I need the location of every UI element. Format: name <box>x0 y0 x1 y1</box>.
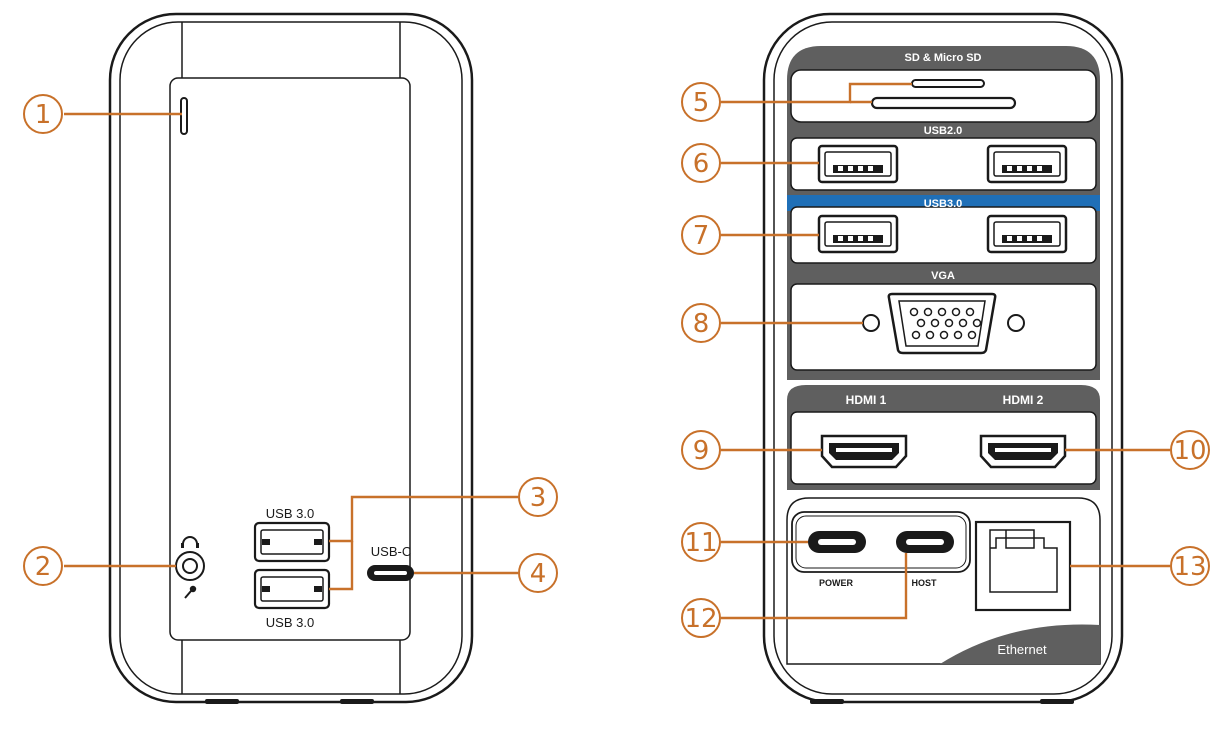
svg-text:6: 6 <box>693 149 710 179</box>
svg-text:13: 13 <box>1173 552 1206 582</box>
back-callouts: 5 6 7 8 9 10 11 12 13 <box>681 82 1210 638</box>
front-body-inner-outline <box>119 21 463 695</box>
svg-text:9: 9 <box>693 436 710 466</box>
hdmi2-port[interactable] <box>979 434 1067 469</box>
front-usbc-label: USB-C <box>371 544 411 559</box>
headphone-icon <box>181 536 199 548</box>
callout-9: 9 <box>681 430 721 470</box>
usb2-label: USB2.0 <box>924 125 963 137</box>
hdmi1-label: HDMI 1 <box>846 393 887 407</box>
callout-11: 11 <box>681 522 721 562</box>
svg-text:12: 12 <box>684 604 717 634</box>
power-usbc-port[interactable] <box>808 531 866 553</box>
front-view: USB 3.0 USB 3.0 USB-C <box>108 12 474 704</box>
svg-text:5: 5 <box>693 88 710 118</box>
callout-13: 13 <box>1170 546 1210 586</box>
callout-12: 12 <box>681 598 721 638</box>
callout-5: 5 <box>681 82 721 122</box>
svg-text:2: 2 <box>35 552 52 582</box>
sd-card-slot[interactable] <box>870 96 1017 110</box>
svg-text:7: 7 <box>693 221 710 251</box>
callout-3: 3 <box>518 477 558 517</box>
back-body-inner-outline <box>773 21 1113 695</box>
svg-text:10: 10 <box>1173 436 1206 466</box>
hdmi2-label: HDMI 2 <box>1003 393 1044 407</box>
svg-text:11: 11 <box>684 528 717 558</box>
front-usb3-port-bottom[interactable] <box>253 568 331 610</box>
svg-text:1: 1 <box>35 100 52 130</box>
front-usb3-port-top[interactable] <box>253 521 331 563</box>
callout-4: 4 <box>518 553 558 593</box>
sd-label: SD & Micro SD <box>904 52 981 64</box>
back-body-outline <box>762 12 1124 704</box>
micro-sd-slot[interactable] <box>911 79 985 88</box>
hdmi1-port[interactable] <box>820 434 908 469</box>
usb2-port-left[interactable] <box>817 144 899 184</box>
vga-port[interactable] <box>862 292 1025 355</box>
ethernet-label: Ethernet <box>997 642 1047 657</box>
microphone-icon <box>184 585 197 599</box>
front-panel <box>169 77 411 641</box>
callout-6: 6 <box>681 143 721 183</box>
callout-8: 8 <box>681 303 721 343</box>
front-callouts: 1 2 3 4 <box>23 94 558 593</box>
callout-2: 2 <box>23 546 63 586</box>
front-usbc-port[interactable] <box>367 565 414 581</box>
power-label: POWER <box>819 578 854 588</box>
host-label: HOST <box>911 578 937 588</box>
front-body-outline <box>108 12 474 704</box>
callout-1: 1 <box>23 94 63 134</box>
power-led-indicator <box>180 97 188 135</box>
callout-7: 7 <box>681 215 721 255</box>
audio-jack[interactable] <box>175 551 205 581</box>
usb3-port-left[interactable] <box>817 214 899 254</box>
front-usb-top-label: USB 3.0 <box>266 506 314 521</box>
host-usbc-port[interactable] <box>896 531 954 553</box>
svg-text:4: 4 <box>530 559 547 589</box>
svg-text:8: 8 <box>693 309 710 339</box>
callout-10: 10 <box>1170 430 1210 470</box>
front-usb-bottom-label: USB 3.0 <box>266 615 314 630</box>
sd-section <box>790 69 1097 123</box>
vga-label: VGA <box>931 270 955 282</box>
usb3-port-right[interactable] <box>986 214 1068 254</box>
usb3-label: USB3.0 <box>924 198 963 210</box>
svg-text:3: 3 <box>530 483 547 513</box>
usb2-port-right[interactable] <box>986 144 1068 184</box>
back-view: SD & Micro SD USB2.0 USB3.0 <box>762 12 1124 704</box>
ethernet-port[interactable] <box>974 520 1072 612</box>
